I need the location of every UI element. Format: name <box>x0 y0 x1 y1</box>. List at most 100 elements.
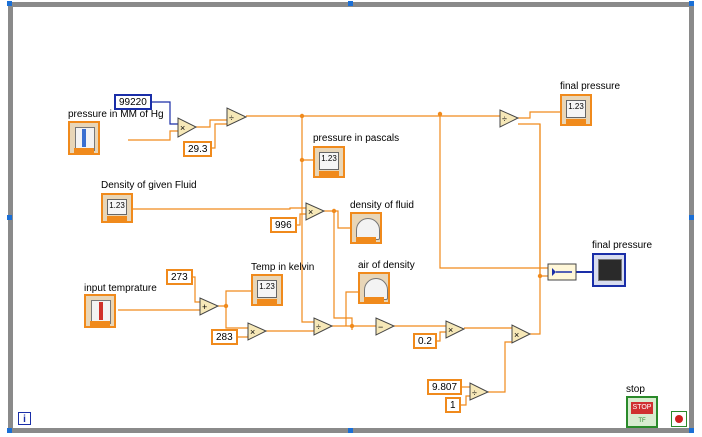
stop-condition-icon <box>675 415 683 423</box>
stop-icon: STOP <box>631 402 653 414</box>
terminal-density-given-fluid[interactable]: 1.23 <box>101 193 133 223</box>
divide-node <box>469 382 490 401</box>
terminal-final-pressure-graph[interactable] <box>592 253 626 287</box>
constant-1[interactable]: 1 <box>445 397 461 413</box>
multiply-node <box>511 324 532 344</box>
divide-symbol: ÷ <box>229 113 234 123</box>
resize-handle-top-left[interactable] <box>7 1 12 6</box>
constant-29-3[interactable]: 29.3 <box>183 141 213 157</box>
label-final-pressure-graph: final pressure <box>592 240 653 251</box>
wire-junction <box>349 323 355 329</box>
subtract-symbol: − <box>378 322 383 332</box>
dbl-tag <box>74 148 94 153</box>
divide-node <box>313 317 334 336</box>
wire-junction <box>299 113 305 119</box>
terminal-density-of-fluid[interactable] <box>350 212 382 244</box>
multiply-symbol: × <box>308 207 313 217</box>
terminal-pressure-mm[interactable] <box>68 121 100 155</box>
terminal-input-temperature[interactable] <box>84 294 116 328</box>
wire-junction <box>299 157 305 163</box>
divide-node <box>226 107 248 127</box>
add-symbol: + <box>202 302 207 312</box>
wire <box>132 207 306 210</box>
wire <box>225 306 248 329</box>
dbl-tag <box>356 237 376 242</box>
terminal-pressure-pascals[interactable]: 1.23 <box>313 146 345 178</box>
wire <box>128 130 178 141</box>
multiply-symbol: × <box>448 325 453 335</box>
resize-handle-mid-left[interactable] <box>7 215 12 220</box>
wire <box>150 101 178 125</box>
wire <box>456 395 470 406</box>
constant-273[interactable]: 273 <box>166 269 193 285</box>
resize-handle-bottom-left[interactable] <box>7 428 12 433</box>
multiply-node <box>305 202 326 221</box>
dbl-tag <box>90 321 110 326</box>
resize-handle-bottom-right[interactable] <box>689 428 694 433</box>
constant-99220[interactable]: 99220 <box>114 94 152 110</box>
dbl-tag <box>319 171 339 176</box>
label-final-pressure-numeric: final pressure <box>560 81 621 92</box>
wire-junction <box>223 303 229 309</box>
numeric-icon: 1.23 <box>319 152 339 170</box>
thermometer-icon <box>99 302 103 320</box>
label-density-of-fluid: density of fluid <box>350 200 414 211</box>
resize-handle-mid-right[interactable] <box>689 215 694 220</box>
wire-junction <box>437 111 443 117</box>
label-temp-kelvin: Temp in kelvin <box>251 262 315 273</box>
wire <box>345 291 360 326</box>
label-pressure-mm: pressure in MM of Hg <box>68 109 164 120</box>
label-air-density: air of density <box>358 260 415 271</box>
add-node <box>199 297 220 316</box>
wire <box>301 160 314 323</box>
dbl-tag <box>566 119 586 124</box>
label-density-given-fluid: Density of given Fluid <box>101 180 197 191</box>
terminal-temp-kelvin[interactable]: 1.23 <box>251 274 283 306</box>
wire <box>518 111 560 119</box>
dbl-tag <box>257 299 277 304</box>
subtract-node <box>375 317 396 336</box>
divide-node <box>499 109 520 128</box>
multiply-symbol: × <box>180 123 185 133</box>
loop-iteration-icon: i <box>18 412 31 425</box>
wire-junction <box>331 208 337 214</box>
tf-tag: TF <box>638 418 646 424</box>
multiply-node <box>445 320 466 339</box>
label-input-temperature: input temprature <box>84 283 157 294</box>
wire <box>539 124 548 277</box>
wire <box>324 210 350 229</box>
resize-handle-top-mid[interactable] <box>348 1 353 6</box>
stop-button-terminal[interactable]: STOP TF <box>626 396 658 428</box>
dbl-tag <box>364 297 384 302</box>
dbl-tag <box>107 216 127 221</box>
wire <box>488 341 512 393</box>
multiply-symbol: × <box>250 327 255 337</box>
multiply-symbol: × <box>514 330 519 340</box>
divide-symbol: ÷ <box>502 114 507 124</box>
constant-996[interactable]: 996 <box>270 217 297 233</box>
wire-junction <box>537 273 543 279</box>
resize-handle-top-right[interactable] <box>689 1 694 6</box>
wire <box>518 123 541 335</box>
terminal-air-density[interactable] <box>358 272 390 304</box>
slider-icon <box>82 129 86 147</box>
terminal-final-pressure-numeric[interactable]: 1.23 <box>560 94 592 126</box>
constant-9-807[interactable]: 9.807 <box>427 379 463 395</box>
numeric-icon: 1.23 <box>566 100 586 118</box>
resize-handle-bottom-mid[interactable] <box>348 428 353 433</box>
build-array-arrow <box>552 268 556 276</box>
label-stop: stop <box>626 384 645 395</box>
divide-symbol: ÷ <box>472 388 477 398</box>
numeric-icon: 1.23 <box>107 199 127 215</box>
constant-0-2[interactable]: 0.2 <box>413 333 437 349</box>
loop-condition-stop-icon[interactable] <box>671 411 687 427</box>
wire <box>266 330 315 332</box>
multiply-node <box>177 117 198 138</box>
divide-symbol: ÷ <box>316 322 321 332</box>
graph-icon <box>598 259 622 281</box>
numeric-icon: 1.23 <box>257 280 277 298</box>
wire <box>218 290 252 307</box>
constant-283[interactable]: 283 <box>211 329 238 345</box>
